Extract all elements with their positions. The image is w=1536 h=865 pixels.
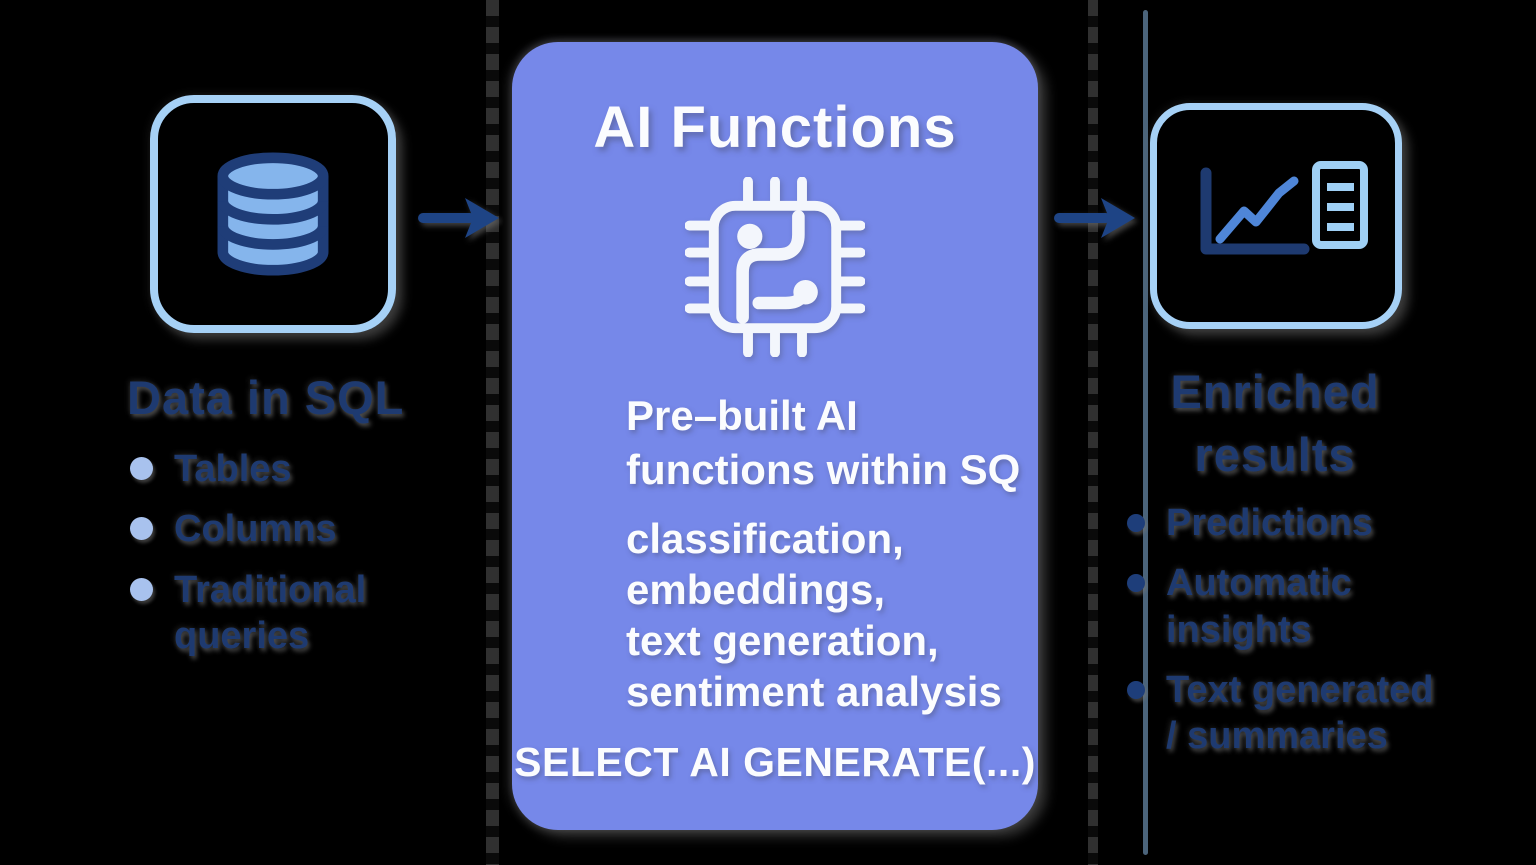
list-item-label: Traditional queries <box>174 568 367 658</box>
bullet-icon <box>130 517 153 541</box>
panel-capabilities: classification, embeddings, text generat… <box>626 514 1002 716</box>
list-item: Columns <box>130 506 450 552</box>
bullet-icon <box>1127 514 1145 532</box>
list-item-label: Predictions <box>1166 502 1373 544</box>
right-section-title: Enriched results <box>1170 365 1380 482</box>
left-section-title: Data in SQL <box>127 371 405 424</box>
chart-report-icon-box <box>1150 103 1402 329</box>
right-feature-list: Predictions Automatic insights Text gene… <box>1127 500 1522 774</box>
database-icon <box>217 152 329 276</box>
list-item: Automatic insights <box>1127 560 1522 653</box>
background-artifact-stripe <box>486 0 499 865</box>
chip-icon <box>685 177 865 357</box>
sql-code-line: SELECT AI GENERATE(...) <box>514 739 1036 786</box>
bullet-icon <box>130 577 153 601</box>
panel-title: AI Functions <box>593 95 957 160</box>
flow-arrow-icon <box>1054 198 1135 238</box>
chart-report-icon <box>1200 161 1368 255</box>
bullet-icon <box>1127 681 1145 700</box>
list-item: Traditional queries <box>130 567 450 660</box>
bullet-icon <box>1127 574 1145 593</box>
list-item: Text generated / summaries <box>1127 667 1522 760</box>
bullet-icon <box>130 457 153 480</box>
left-feature-list: Tables Columns Traditional queries <box>130 446 450 673</box>
background-artifact-line <box>1143 10 1148 855</box>
background-artifact-stripe <box>1088 0 1098 865</box>
list-item-label: Automatic insights <box>1166 562 1352 651</box>
ai-functions-panel: AI Functions Pre–built AI functions with… <box>512 42 1038 830</box>
chip-icon-wrap <box>512 177 1038 357</box>
flow-arrow-icon <box>418 198 499 238</box>
database-icon-box <box>150 95 396 333</box>
list-item: Predictions <box>1127 500 1522 546</box>
list-item: Tables <box>130 446 450 492</box>
list-item-label: Tables <box>174 448 292 490</box>
list-item-label: Columns <box>174 508 337 551</box>
list-item-label: Text generated / summaries <box>1166 669 1434 758</box>
panel-description: Pre–built AI functions within SQ <box>626 392 1021 493</box>
